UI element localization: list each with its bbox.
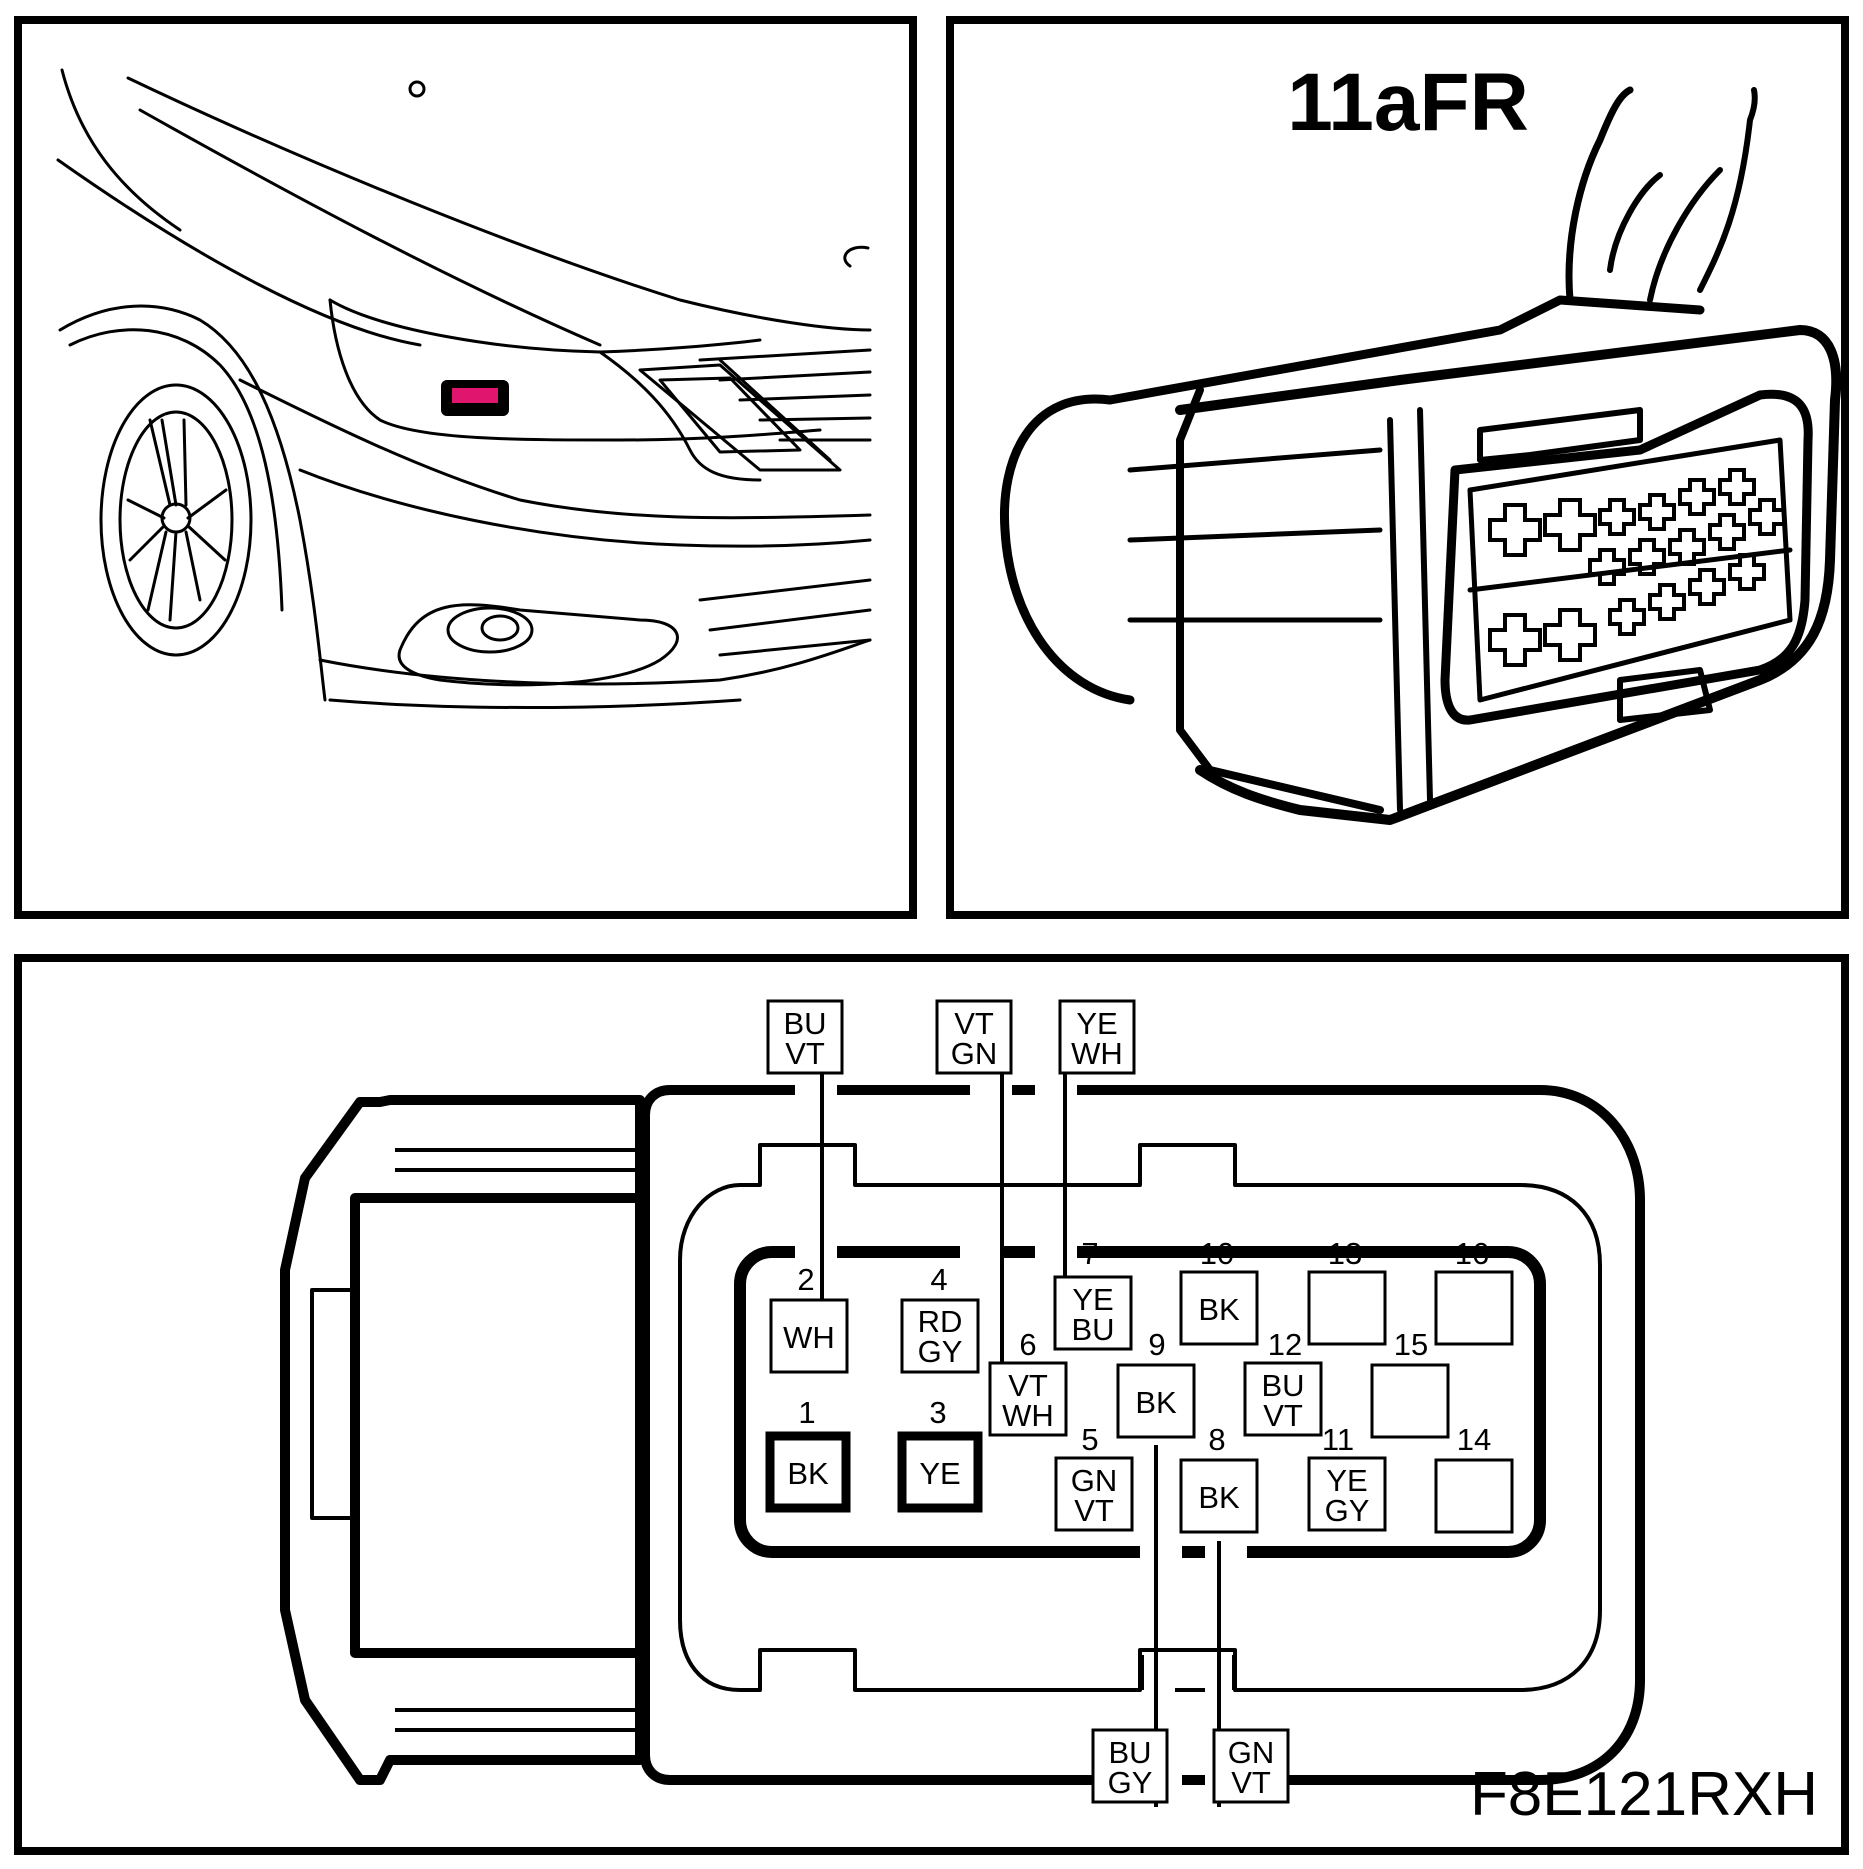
svg-text:YE: YE	[1326, 1463, 1367, 1498]
svg-text:VT: VT	[1008, 1368, 1048, 1403]
svg-text:WH: WH	[1002, 1398, 1054, 1433]
svg-text:RD: RD	[918, 1304, 963, 1339]
svg-text:16: 16	[1455, 1236, 1489, 1271]
svg-text:13: 13	[1328, 1236, 1362, 1271]
svg-text:BK: BK	[1198, 1480, 1240, 1515]
svg-text:1: 1	[798, 1395, 815, 1430]
pin-3: 3 YE	[897, 1395, 983, 1513]
svg-text:6: 6	[1019, 1327, 1036, 1362]
connector-id: 11aFR	[1287, 57, 1529, 148]
svg-text:GN: GN	[951, 1036, 998, 1071]
pinout-panel: BU VT VT GN YE WH BU GY GN VT 1	[14, 954, 1849, 1855]
pin-11: 11 YE GY	[1307, 1422, 1387, 1532]
marker-highlight	[452, 388, 498, 403]
svg-text:12: 12	[1268, 1327, 1302, 1362]
pin-15: 15	[1370, 1327, 1450, 1439]
svg-text:BK: BK	[787, 1456, 829, 1491]
svg-text:4: 4	[930, 1262, 947, 1297]
svg-text:BK: BK	[1198, 1292, 1240, 1327]
svg-text:VT: VT	[954, 1006, 994, 1041]
vehicle-location-panel	[14, 16, 917, 919]
svg-text:14: 14	[1457, 1422, 1491, 1457]
pin-13: 13	[1307, 1236, 1387, 1346]
svg-text:VT: VT	[1231, 1765, 1271, 1800]
connector-location-marker	[441, 380, 509, 416]
svg-text:15: 15	[1394, 1327, 1428, 1362]
ext-label-pin9: BU GY	[1091, 1728, 1169, 1804]
ext-label-pin8: GN VT	[1212, 1728, 1290, 1804]
pin-16: 16	[1434, 1236, 1514, 1346]
svg-text:BU: BU	[783, 1006, 826, 1041]
svg-text:BU: BU	[1071, 1312, 1114, 1347]
pin-14: 14	[1434, 1422, 1514, 1534]
svg-text:YE: YE	[919, 1456, 960, 1491]
svg-text:GY: GY	[1325, 1493, 1370, 1528]
svg-text:7: 7	[1081, 1236, 1098, 1271]
svg-text:YE: YE	[1076, 1006, 1117, 1041]
svg-text:10: 10	[1200, 1236, 1234, 1271]
ext-label-pin6: VT GN	[935, 999, 1013, 1075]
svg-text:3: 3	[929, 1395, 946, 1430]
pin-1: 1 BK	[765, 1395, 851, 1513]
svg-text:5: 5	[1081, 1422, 1098, 1457]
wire-leads	[820, 1073, 1221, 1807]
svg-text:VT: VT	[785, 1036, 825, 1071]
svg-text:WH: WH	[783, 1320, 835, 1355]
pin-5: 5 GN VT	[1054, 1422, 1134, 1532]
svg-text:BU: BU	[1261, 1368, 1304, 1403]
pin-12: 12 BU VT	[1243, 1327, 1323, 1437]
pin-8: 8 BK	[1179, 1422, 1259, 1534]
svg-text:GN: GN	[1228, 1735, 1275, 1770]
svg-text:VT: VT	[1263, 1398, 1303, 1433]
svg-text:2: 2	[797, 1262, 814, 1297]
connector-view-panel: 11aFR	[946, 16, 1849, 919]
svg-text:BK: BK	[1135, 1385, 1177, 1420]
svg-text:GN: GN	[1071, 1463, 1118, 1498]
pin-10: 10 BK	[1179, 1236, 1259, 1346]
ext-label-pin2: BU VT	[766, 999, 844, 1075]
svg-text:11: 11	[1322, 1422, 1354, 1457]
figure-code: F8E121RXH	[1470, 1760, 1818, 1829]
pin-9: 9 BK	[1116, 1327, 1196, 1439]
connector-cavities	[1488, 468, 1786, 667]
svg-text:YE: YE	[1072, 1282, 1113, 1317]
pin-4: 4 RD GY	[900, 1262, 980, 1374]
svg-text:8: 8	[1208, 1422, 1225, 1457]
pin-2: 2 WH	[769, 1262, 849, 1374]
pin-7: 7 YE BU	[1053, 1236, 1133, 1351]
svg-text:VT: VT	[1074, 1493, 1114, 1528]
svg-text:GY: GY	[918, 1334, 963, 1369]
svg-text:BU: BU	[1108, 1735, 1151, 1770]
pin-6: 6 VT WH	[988, 1327, 1068, 1437]
svg-text:GY: GY	[1108, 1765, 1153, 1800]
ext-label-pin7: YE WH	[1058, 999, 1136, 1075]
svg-text:WH: WH	[1071, 1036, 1123, 1071]
svg-text:9: 9	[1148, 1327, 1165, 1362]
